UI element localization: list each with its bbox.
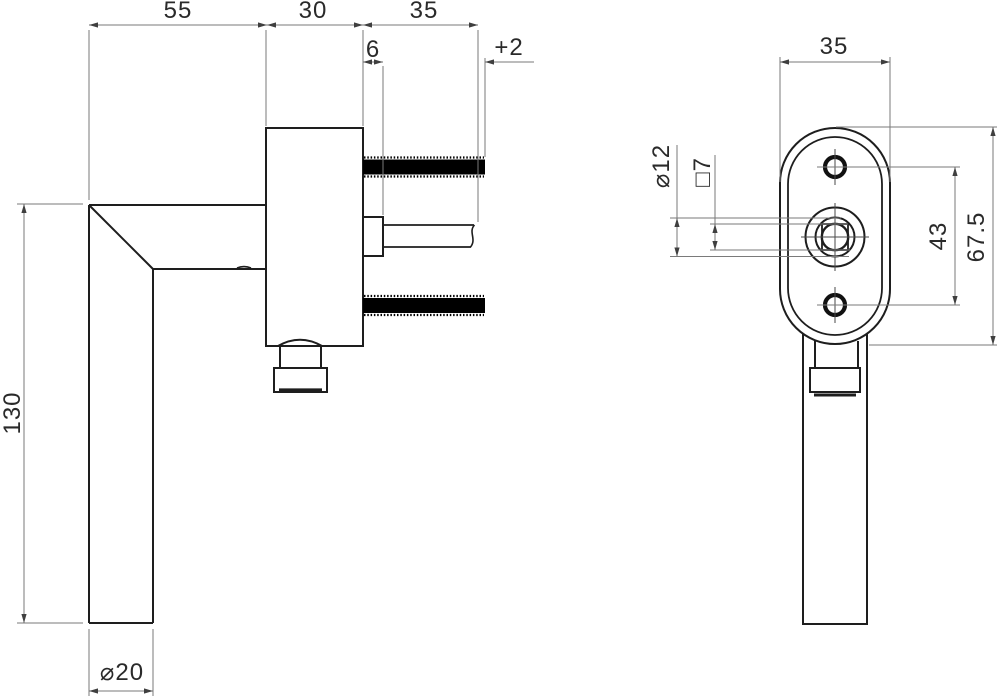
rosette-inner-oval [787, 136, 883, 336]
neck-sides [814, 341, 859, 368]
spindle-square-boss [362, 216, 384, 257]
front-view-center-boss [801, 203, 869, 271]
collar-cap [809, 367, 861, 393]
dim-label-rosette-height: 67.5 [963, 211, 990, 263]
front-view-neck-cap [809, 341, 861, 397]
dim-label-spindle-square: □7 [689, 157, 716, 187]
side-view-rosette-body [265, 127, 364, 393]
top-screw [363, 159, 485, 175]
side-view-screws [363, 156, 485, 317]
dim-label-spindle-offset: 6 [365, 36, 381, 63]
dimension-arrows [21, 22, 996, 694]
dim-label-grip-diameter: ⌀20 [99, 659, 145, 686]
dim-label-rosette-width: 35 [819, 33, 849, 60]
side-view-lever [88, 204, 266, 624]
dim-label-screw-length: 35 [409, 0, 439, 24]
dim-label-handle-height: 130 [0, 391, 26, 435]
dim-label-screw-extra: +2 [494, 34, 524, 61]
dim-label-hole-distance: 43 [925, 221, 952, 251]
dimension-extension-lines [17, 30, 997, 696]
neck-sides [279, 346, 322, 368]
spindle-break-line [469, 224, 476, 248]
neck-arc [277, 338, 323, 347]
lever-joint-mark [236, 265, 252, 269]
collar-cap [273, 367, 328, 393]
dim-label-arm-length: 55 [163, 0, 193, 24]
bottom-screw [363, 298, 485, 313]
dimension-lines [23, 24, 994, 692]
dim-label-bore-diameter: ⌀12 [648, 143, 675, 189]
dim-label-body-depth: 30 [298, 0, 328, 24]
side-view-spindle [362, 216, 476, 257]
